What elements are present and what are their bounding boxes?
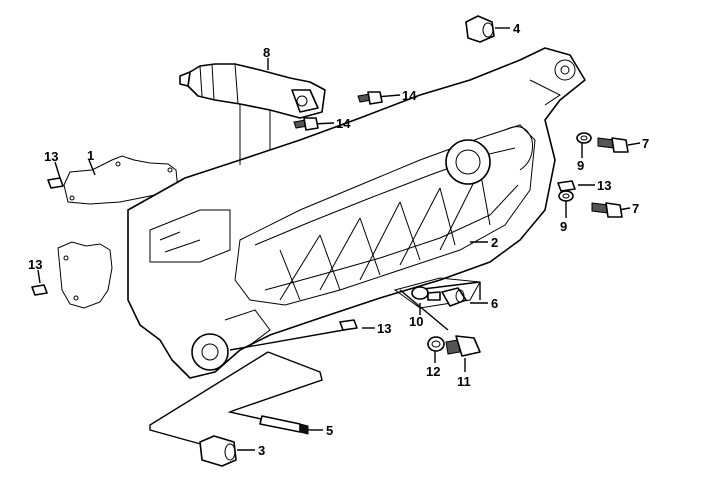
callout-13-lower-left: 13 [28, 257, 42, 272]
small-parts [31, 15, 629, 467]
bushing-6 [441, 287, 467, 307]
dowel-pin-left-lower [31, 284, 48, 296]
callout-5: 5 [326, 423, 333, 438]
washer-12 [427, 336, 445, 352]
cap-10 [411, 286, 441, 301]
dowel-pin-right [557, 180, 576, 192]
plate-6 [393, 277, 481, 309]
dowel-pin-left-upper [47, 177, 64, 189]
pin-5 [259, 415, 309, 435]
bushing-bottom [199, 435, 237, 467]
bolt-upper [357, 91, 383, 105]
callout-3: 3 [258, 443, 265, 458]
gasket [57, 155, 179, 309]
callout-12: 12 [426, 364, 440, 379]
callout-9-lower: 9 [560, 219, 567, 234]
drain-bolt-11 [445, 335, 481, 357]
bolt-right-upper [597, 137, 629, 153]
bolt-right-lower [591, 202, 623, 218]
leader-lines [37, 27, 641, 451]
callout-14-upper: 14 [402, 88, 417, 103]
callout-6: 6 [491, 296, 498, 311]
callout-14-lower: 14 [336, 116, 351, 131]
callout-10: 10 [409, 314, 423, 329]
callout-7-upper: 7 [642, 136, 649, 151]
starter-motor [179, 63, 326, 165]
bushing-top [465, 15, 495, 43]
crankcase [127, 47, 586, 379]
callout-2: 2 [491, 235, 498, 250]
callout-11: 11 [457, 374, 471, 389]
washer-lower [558, 190, 574, 202]
dowel-pin-bottom [339, 319, 358, 331]
bolt-lower [293, 117, 319, 131]
callout-1: 1 [87, 148, 94, 163]
callout-13-right: 13 [597, 178, 611, 193]
callout-13-upper-left: 13 [44, 149, 58, 164]
callout-9-upper: 9 [577, 158, 584, 173]
washer-upper [576, 132, 592, 144]
callout-7-lower: 7 [632, 201, 639, 216]
callout-8: 8 [263, 45, 270, 60]
callout-4: 4 [513, 21, 521, 36]
callout-13-bottom: 13 [377, 321, 391, 336]
callout-labels: 1 2 3 4 5 6 7 7 8 9 9 10 11 12 13 13 13 … [28, 21, 649, 458]
